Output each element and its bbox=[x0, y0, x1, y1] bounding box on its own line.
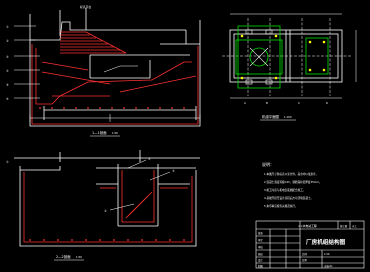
plan-axis-d: D bbox=[326, 101, 328, 105]
notes-line-5: 5.未尽事宜按有关规范执行。 bbox=[264, 204, 298, 208]
plan-details bbox=[245, 29, 273, 85]
section-2-2-marker-3: ③ bbox=[172, 169, 175, 173]
section-1-1-leaders bbox=[14, 25, 138, 99]
title-block-stage: 施工图 bbox=[340, 224, 348, 228]
section-1-1-top-dim: 标高平台 bbox=[80, 5, 91, 9]
plan-axis-a: A bbox=[244, 101, 246, 105]
section-2-2-title: 2—2剖面 1:50 bbox=[54, 254, 84, 261]
title-block-row-5: 设计 bbox=[258, 258, 263, 262]
plan-axis-b: B bbox=[266, 101, 268, 105]
section-1-1-scale: 1:50 bbox=[112, 131, 118, 135]
marker-5: ⑤ bbox=[6, 83, 9, 87]
section-2-2-rebar-dots bbox=[29, 239, 185, 241]
section-1-1-outline bbox=[29, 8, 201, 127]
section-1-1-dimension bbox=[29, 114, 201, 122]
title-block-scale-value: 1:50 bbox=[324, 253, 330, 256]
plan-title: 机组平面图 1:100 bbox=[260, 114, 296, 121]
plan-scale: 1:100 bbox=[284, 115, 292, 119]
plan-axes bbox=[222, 18, 352, 96]
plan-anchor-bolts bbox=[240, 34, 326, 80]
section-1-1-label: 1—1剖面 bbox=[92, 130, 107, 135]
title-block-scale-label: 比例 bbox=[302, 252, 307, 256]
plan-unit-block bbox=[235, 25, 329, 89]
section-2-2-outline bbox=[14, 150, 200, 247]
section-1-1-markers: ① ② ③ ④ ⑤ ⑥ bbox=[6, 25, 9, 101]
section-2-2-marker-4: ④ bbox=[148, 157, 151, 161]
section-2-2-label: 2—2剖面 bbox=[56, 254, 71, 259]
marker-4: ④ bbox=[6, 69, 9, 73]
title-block-row-2: 审定 bbox=[258, 238, 263, 242]
title-block-discipline: 水工 bbox=[352, 224, 357, 228]
section-1-1: ① ② ③ ④ ⑤ ⑥ 标高平台 1—1剖面 1:50 bbox=[6, 5, 201, 137]
notes-line-3: 3.施工时应与机电安装图配合施工。 bbox=[264, 188, 305, 192]
section-1-1-rebar-dots bbox=[39, 107, 185, 109]
plan-dimensions bbox=[230, 13, 357, 99]
marker-1: ① bbox=[6, 25, 9, 29]
section-1-1-title: 1—1剖面 1:50 bbox=[90, 130, 120, 137]
title-block-row-1: 批准 bbox=[258, 231, 263, 235]
marker-6: ⑥ bbox=[6, 97, 9, 101]
title-block-drawing-no: 水施-01 bbox=[324, 264, 333, 268]
plan-walls bbox=[229, 29, 343, 83]
title-block: ××水电站工程 施工图 水工 批准 审定 审核 校核 设计 制图 厂房机组结构图… bbox=[255, 220, 365, 269]
title-block-row-6: 制图 bbox=[258, 264, 263, 268]
section-2-2-marker-2: ② bbox=[104, 209, 107, 213]
title-block-drawing-title: 厂房机组结构图 bbox=[306, 238, 346, 246]
notes-line-1: 1.本图尺寸除标高以米计外，其余均以毫米计。 bbox=[264, 172, 318, 176]
plan-axis-c: C bbox=[298, 101, 300, 105]
plan-axis-markers: A B C D bbox=[244, 101, 328, 105]
section-2-2-marker-1: ① bbox=[6, 160, 9, 164]
title-block-frame bbox=[255, 220, 365, 269]
section-2-2-leaders bbox=[109, 159, 171, 211]
title-block-row-4: 校核 bbox=[258, 252, 263, 256]
title-block-row-3: 审核 bbox=[258, 245, 263, 249]
notes-line-4: 4.基础开挖至设计高程后方可浇筑混凝土。 bbox=[264, 196, 313, 200]
marker-2: ② bbox=[6, 39, 9, 43]
section-2-2-scale: 1:50 bbox=[76, 255, 82, 259]
title-block-project: ××水电站工程 bbox=[298, 224, 317, 228]
section-2-2: ① ② ③ ④ 2—2剖面 1:50 bbox=[6, 150, 200, 261]
title-block-rows: 批准 审定 审核 校核 设计 制图 bbox=[258, 231, 263, 268]
section-2-2-markers: ① ② ③ ④ bbox=[6, 157, 175, 213]
unit-plan: A B C D 机组平面图 1:100 bbox=[222, 13, 357, 121]
notes-title: 说明： bbox=[262, 161, 274, 167]
title-block-date-label: 日期 bbox=[302, 258, 307, 262]
marker-3: ③ bbox=[6, 55, 9, 59]
plan-label: 机组平面图 bbox=[262, 114, 280, 119]
notes-line-2: 2.混凝土强度等级C25，钢筋保护层厚度35mm。 bbox=[264, 180, 321, 184]
section-2-2-rebar bbox=[23, 170, 193, 243]
notes: 说明： 1.本图尺寸除标高以米计外，其余均以毫米计。 2.混凝土强度等级C25，… bbox=[262, 161, 321, 208]
